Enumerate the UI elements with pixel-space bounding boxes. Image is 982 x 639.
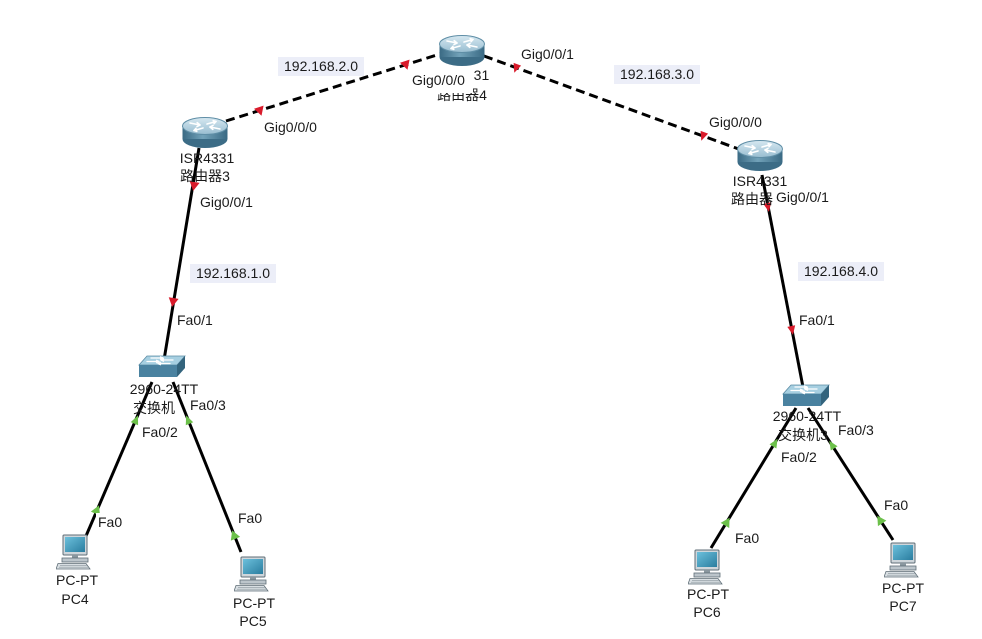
link-light-down [168, 297, 179, 307]
port-label-bg [733, 529, 761, 547]
port-label-bg [519, 45, 577, 63]
switch-left-model-label: 2960-24TT [130, 381, 199, 397]
port-label: Fa0 [884, 497, 908, 513]
port-label-bg [140, 423, 180, 441]
switch-icon[interactable] [782, 384, 830, 407]
port-label: Fa0/3 [838, 422, 874, 438]
link-light-down [189, 181, 200, 191]
port-label: Gig0/0/0 [412, 72, 465, 88]
port-label-bg [198, 193, 256, 211]
network-note-bg [278, 57, 364, 76]
link-light-down [400, 59, 410, 70]
port-label: Gig0/0/1 [521, 46, 574, 62]
port-label: Fa0 [98, 514, 122, 530]
network-note[interactable]: 192.168.2.0 [278, 57, 364, 76]
port-label: Gig0/0/1 [776, 189, 829, 205]
network-note-text: 192.168.2.0 [284, 58, 358, 74]
link-light-down [763, 202, 772, 212]
port-label-bg [262, 118, 320, 136]
network-note[interactable]: 192.168.1.0 [190, 264, 276, 283]
pc6-name-label: PC6 [693, 604, 720, 620]
port-label-bg [175, 311, 215, 329]
port-label-bg [707, 113, 765, 131]
network-note[interactable]: 192.168.4.0 [798, 262, 884, 281]
port-label: Fa0 [735, 530, 759, 546]
pc6-model-label: PC-PT [687, 586, 729, 602]
switch-right-model-label: 2960-24TT [773, 408, 842, 424]
port-label-bg [882, 496, 910, 514]
link-light-down [254, 105, 264, 116]
port-label: Fa0 [238, 510, 262, 526]
link-light-down [513, 62, 522, 73]
link-light-up [829, 440, 838, 451]
link-light-up [230, 530, 241, 541]
network-note-text-highlight: 192.168.4.0 [804, 263, 878, 279]
link-light-down [787, 325, 796, 335]
port-label: Fa0/2 [142, 424, 178, 440]
port-label: Gig0/0/0 [264, 119, 317, 135]
network-labels: 192.168.2.0 192.168.3.0 192.168.1.0 192.… [190, 57, 884, 283]
port-label-bg [797, 311, 837, 329]
router-icon[interactable] [737, 140, 783, 172]
network-note[interactable]: 192.168.3.0 [614, 65, 700, 84]
link-light-up [720, 517, 730, 529]
network-note-bg [798, 262, 884, 281]
link-light-up [185, 415, 194, 426]
port-label: Fa0/1 [799, 312, 835, 328]
router-3-name-label: 路由器3 [180, 168, 230, 184]
network-note-text: 192.168.3.0 [620, 66, 694, 82]
port-label-bg [236, 509, 264, 527]
router-icon[interactable] [182, 117, 228, 149]
port-label-bg [410, 70, 473, 93]
link-light-up [769, 438, 778, 449]
pc4-name-label: PC4 [61, 591, 88, 607]
cable-router4-router-right[interactable] [483, 54, 741, 151]
port-label: Fa0/2 [781, 449, 817, 465]
network-note-text: 192.168.1.0 [196, 265, 270, 281]
pc5-name-label: PC5 [239, 613, 266, 629]
network-note-bg [190, 264, 276, 283]
router-icon[interactable] [439, 35, 485, 67]
switch-right-name-label: 交换机3 [778, 427, 828, 443]
port-label: Fa0/1 [177, 312, 213, 328]
switch-left-name-label: 交换机 [133, 400, 175, 416]
cable-switch-left-pc5[interactable] [171, 381, 243, 553]
pc7-name-label: PC7 [889, 598, 916, 614]
network-note-bg [614, 65, 700, 84]
pc7-model-label: PC-PT [882, 580, 924, 596]
switch-icon[interactable] [138, 355, 186, 378]
port-label-bg [779, 448, 819, 466]
router-3-model-label: ISR4331 [180, 150, 235, 166]
pc5-model-label: PC-PT [233, 595, 275, 611]
port-label-bg [774, 188, 832, 206]
pc4-model-label: PC-PT [56, 572, 98, 588]
port-label-bg [188, 396, 228, 414]
link-status-lights [90, 59, 887, 541]
link-light-up [130, 415, 139, 426]
link-light-up [877, 515, 887, 527]
link-light-down [700, 130, 709, 141]
port-label-bg [836, 421, 876, 439]
port-label: Fa0/3 [190, 397, 226, 413]
port-label: Gig0/0/0 [709, 114, 762, 130]
port-label-bg [96, 513, 124, 531]
port-labels: Gig0/0/0 Gig0/0/0 Gig0/0/1 Gig0/0/0 Gig0… [96, 45, 910, 547]
router-right-model-label: ISR4331 [733, 173, 788, 189]
port-label: Gig0/0/1 [200, 194, 253, 210]
router-right-name-label: 路由器 [731, 191, 773, 207]
